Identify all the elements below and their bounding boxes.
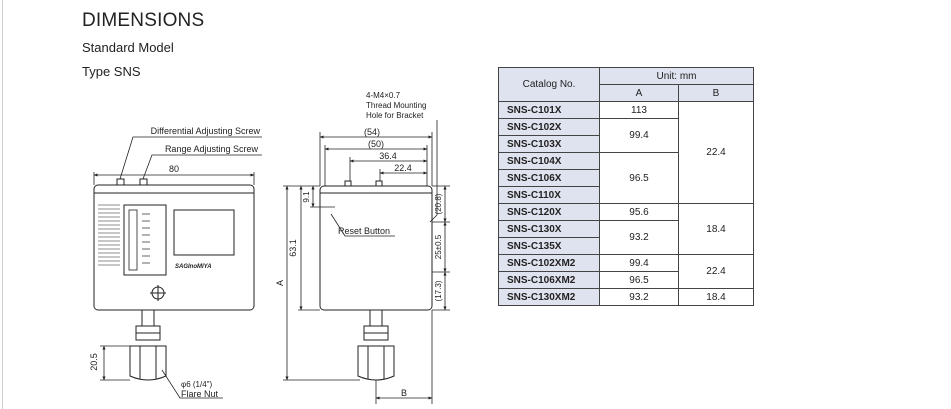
side-dim-9: 9.1 (302, 191, 311, 203)
page-left-border (2, 0, 3, 409)
thread-line-3: Hole for Bracket (366, 111, 424, 120)
row-a: 96.5 (599, 271, 679, 289)
row-a: 96.5 (599, 152, 679, 204)
col-a-header: A (599, 84, 679, 102)
table-row: SNS-C130XM2 93.2 18.4 (498, 288, 754, 306)
table-row: SNS-C101X 113 22.4 (498, 101, 754, 204)
row-b: 18.4 (678, 203, 754, 255)
row-a: 93.2 (599, 220, 679, 255)
side-view (319, 180, 433, 381)
table-row: SNS-C130X 93.2 (498, 220, 754, 255)
range-screw-label: Range Adjusting Screw (165, 144, 259, 154)
side-dim-25: 25±0.5 (434, 234, 443, 259)
reset-button-label: Reset Button (338, 226, 390, 236)
side-dim-22: 22.4 (394, 163, 412, 173)
row-catalog: SNS-C102XM2 (498, 254, 600, 272)
row-catalog: SNS-C106X (498, 169, 600, 187)
nut-height-dim: 20.5 (89, 353, 99, 371)
flare-size-label: φ6 (1/4") (181, 380, 212, 389)
model-subtitle: Standard Model (82, 40, 174, 55)
row-catalog: SNS-C130X (498, 220, 600, 238)
table-header-row: Catalog No. Unit: mm (498, 67, 754, 102)
table-row: SNS-C135X (498, 237, 754, 255)
front-width-dim: 80 (169, 164, 179, 174)
row-catalog: SNS-C135X (498, 237, 600, 255)
row-a: 93.2 (599, 288, 679, 306)
table-subheader-row: A B (499, 84, 754, 102)
side-dim-54: (54) (364, 127, 380, 137)
table-row: SNS-C104X 96.5 (498, 152, 754, 204)
row-catalog: SNS-C110X (498, 186, 600, 204)
thread-line-1: 4-M4×0.7 (366, 91, 401, 100)
flare-nut-label: Flare Nut (181, 389, 219, 399)
row-a: 95.6 (599, 203, 679, 221)
label-plate (173, 209, 235, 256)
row-catalog: SNS-C120X (498, 203, 600, 221)
col-b-header: B (678, 84, 754, 102)
scale-window (123, 204, 167, 276)
front-view (93, 178, 255, 381)
row-a: 99.4 (599, 118, 679, 153)
side-dim-50: (50) (368, 139, 384, 149)
side-dim-b: B (401, 388, 407, 398)
table-row: SNS-C102XM2 99.4 22.4 (498, 254, 754, 289)
side-body (319, 185, 433, 311)
unit-header: Unit: mm (599, 67, 754, 85)
row-a: 99.4 (599, 254, 679, 272)
row-catalog: SNS-C102X (498, 118, 600, 136)
dimensions-table: Catalog No. Unit: mm A B SNS-C101X 113 2… (498, 67, 754, 306)
table-row: SNS-C106X (498, 169, 754, 187)
brand-label: SAGInoMIYA (175, 264, 212, 270)
type-label: Type SNS (82, 64, 141, 79)
catalog-header: Catalog No. (498, 67, 600, 102)
row-catalog: SNS-C103X (498, 135, 600, 153)
table-row: SNS-C106XM2 96.5 (498, 271, 754, 289)
side-dim-36: 36.4 (379, 151, 397, 161)
page-title: DIMENSIONS (82, 10, 205, 31)
row-catalog: SNS-C101X (498, 101, 600, 119)
side-dim-20-8: (20.8) (434, 193, 443, 214)
row-b: 18.4 (678, 288, 754, 306)
table-row: SNS-C102X 99.4 (498, 118, 754, 153)
front-body (93, 184, 255, 311)
table-row: SNS-C103X (498, 135, 754, 153)
row-catalog: SNS-C104X (498, 152, 600, 170)
row-a: 113 (599, 101, 679, 119)
row-catalog: SNS-C106XM2 (498, 271, 600, 289)
range-screw-head (139, 178, 148, 186)
side-dim-a: A (275, 280, 285, 286)
side-dim-17-3: (17.3) (434, 280, 443, 301)
diff-screw-label: Differential Adjusting Screw (151, 126, 261, 136)
diff-screw-head (116, 178, 125, 186)
row-catalog: SNS-C130XM2 (498, 288, 600, 306)
thread-line-2: Thread Mounting (366, 101, 426, 110)
row-b: 22.4 (678, 101, 754, 204)
table-row: SNS-C120X 95.6 18.4 (498, 203, 754, 255)
row-b: 22.4 (678, 254, 754, 289)
side-dim-63: 63.1 (288, 239, 298, 257)
